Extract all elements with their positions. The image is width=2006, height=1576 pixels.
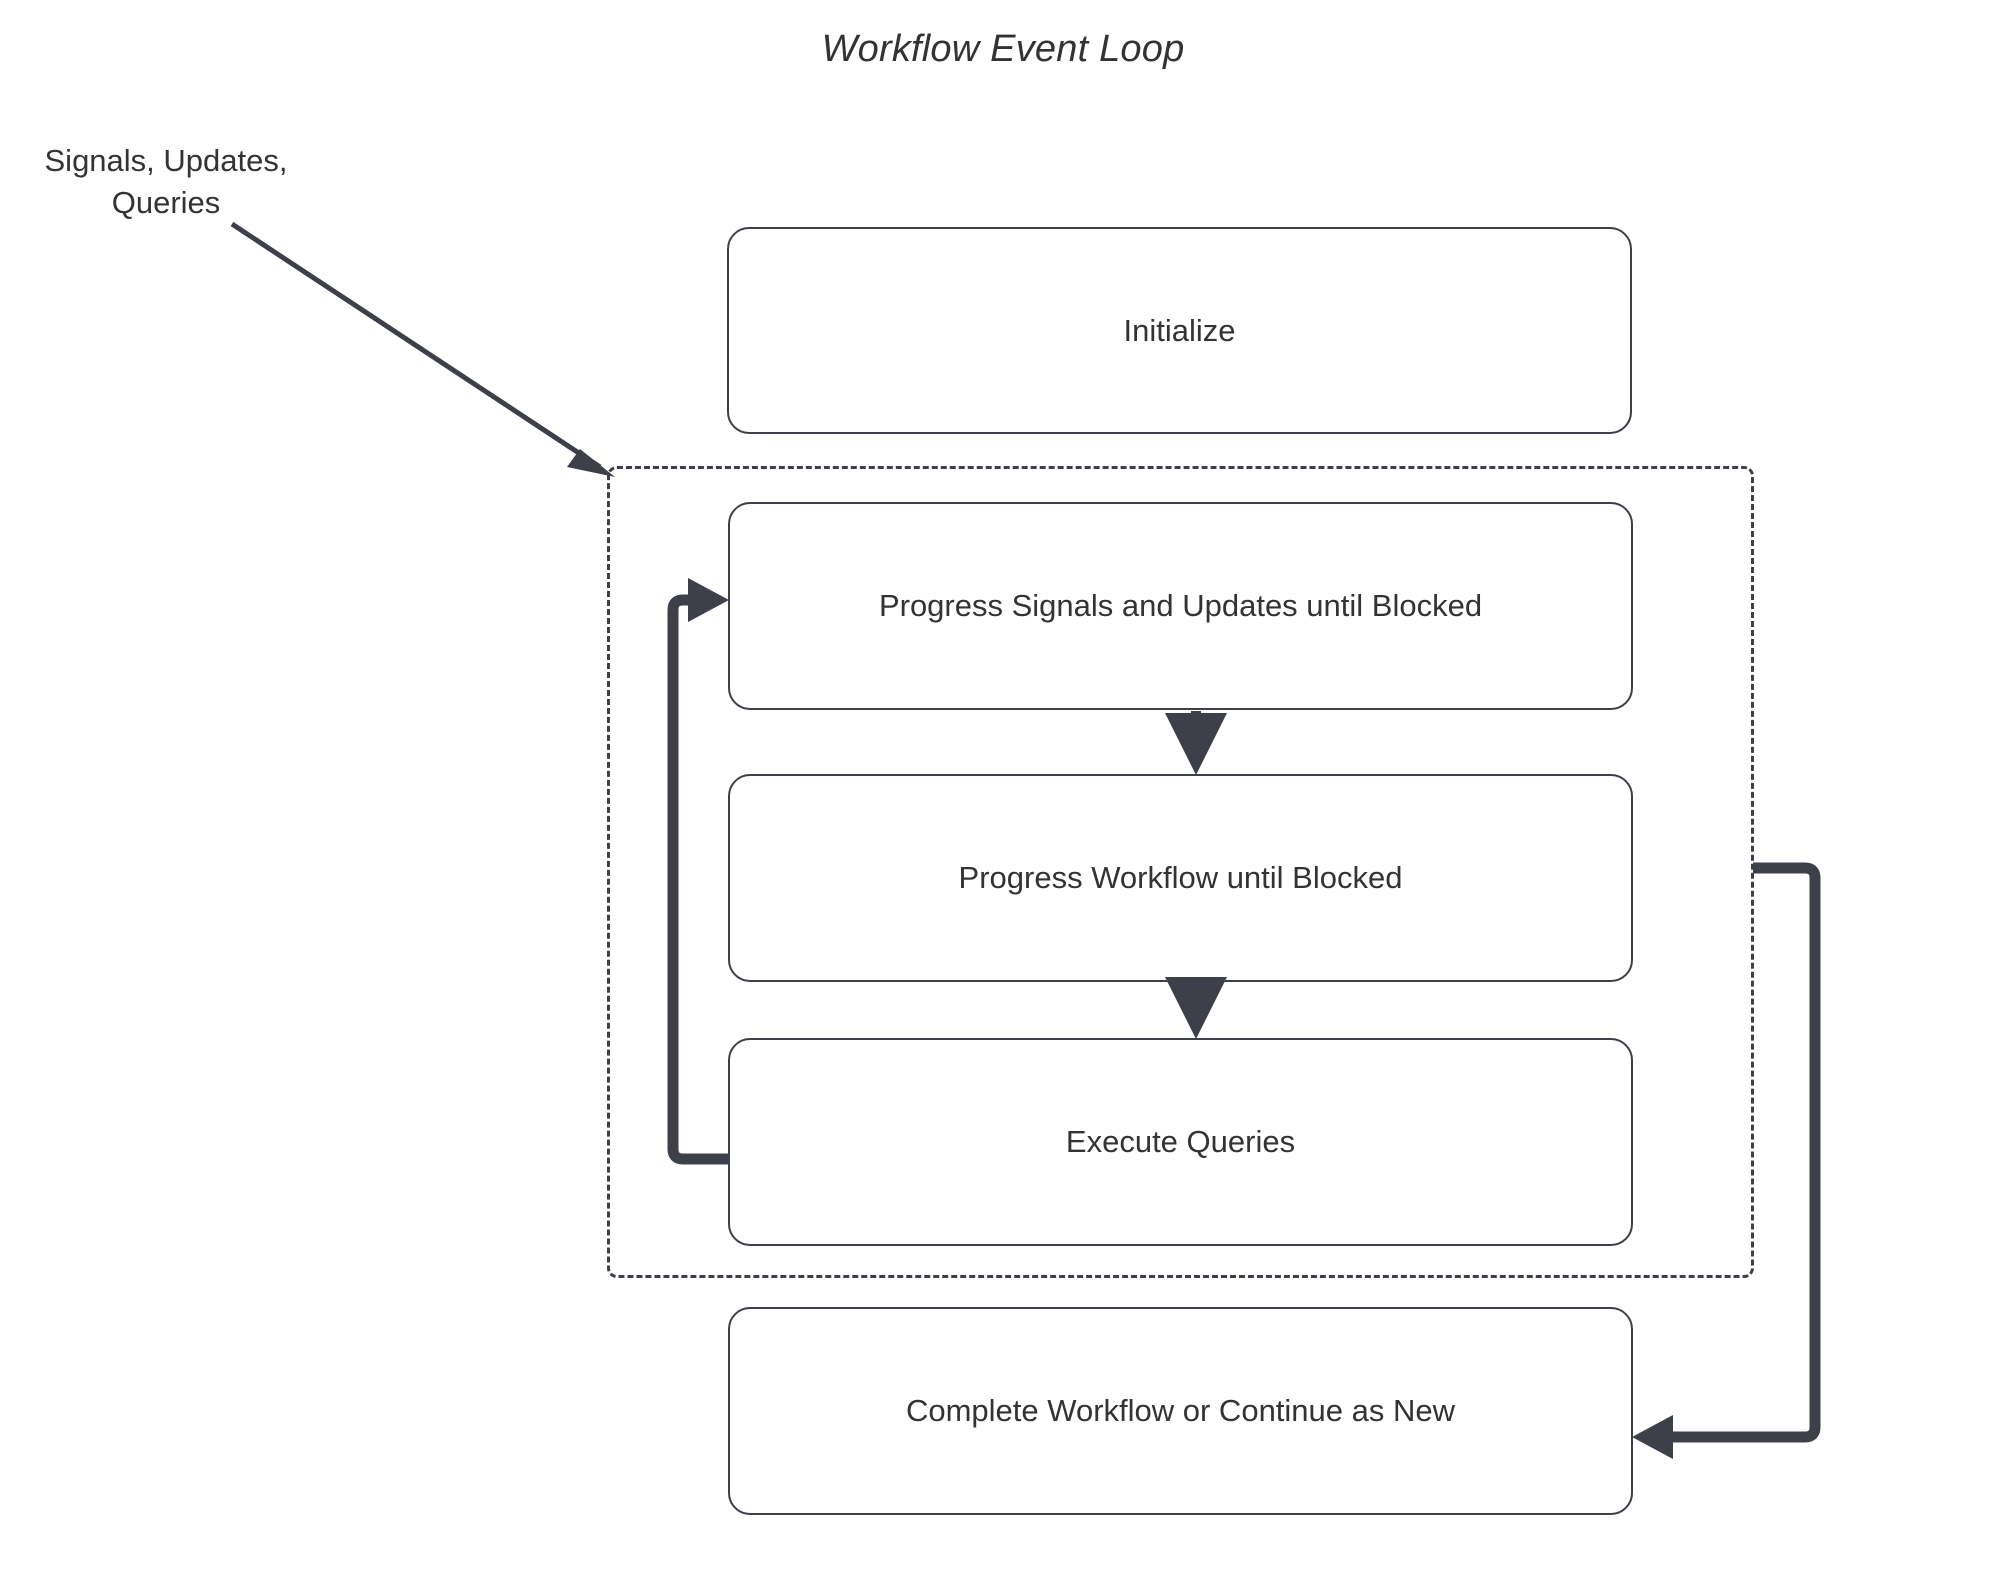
- node-initialize-label: Initialize: [1123, 312, 1236, 348]
- node-execute-queries[interactable]: Execute Queries: [728, 1038, 1633, 1246]
- node-progress-workflow[interactable]: Progress Workflow until Blocked: [728, 774, 1633, 982]
- page-title: Workflow Event Loop: [821, 28, 1185, 70]
- node-progress-workflow-label: Progress Workflow until Blocked: [958, 860, 1403, 896]
- node-complete-workflow-label: Complete Workflow or Continue as New: [905, 1393, 1456, 1429]
- node-complete-workflow[interactable]: Complete Workflow or Continue as New: [728, 1307, 1633, 1515]
- node-progress-signals-label: Progress Signals and Updates until Block…: [878, 588, 1483, 624]
- external-input-label: Signals, Updates, Queries: [44, 143, 288, 220]
- node-execute-queries-label: Execute Queries: [1065, 1124, 1296, 1160]
- node-progress-signals[interactable]: Progress Signals and Updates until Block…: [728, 502, 1633, 710]
- edge-input-to-loop: [230, 221, 615, 477]
- node-initialize[interactable]: Initialize: [727, 227, 1632, 434]
